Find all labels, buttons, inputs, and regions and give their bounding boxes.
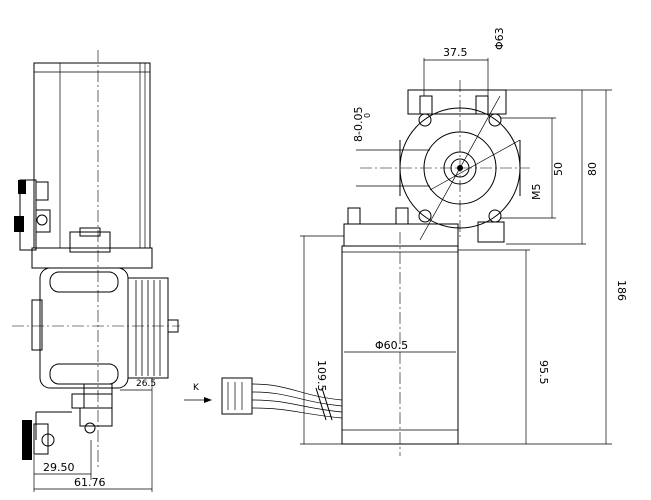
front-view: Φ60.5 37.5 Φ63 8-0.05 0 M5 50 80 186 (221, 27, 628, 456)
view-arrow-label: K (193, 383, 200, 393)
dim-26-5: 26.5 (136, 379, 156, 389)
motor-housing (33, 62, 151, 249)
wire-connector (221, 377, 253, 415)
dim-body-95: 95.5 (537, 360, 550, 385)
gearbox (39, 267, 129, 389)
dim-body-109: 109.5 (315, 360, 328, 392)
dim-29-50: 29.50 (43, 461, 75, 474)
dim-flange-80: 80 (586, 162, 599, 176)
dim-total-186: 186 (615, 280, 628, 301)
side-view: 29.50 61.76 26.5 K (12, 50, 212, 492)
dim-shaft-tol: 8-0.05 (352, 107, 365, 142)
dim-37-5: 37.5 (443, 46, 468, 59)
dim-flange-50: 50 (552, 162, 565, 176)
dim-thread: M5 (530, 184, 543, 201)
dim-body-dia: Φ60.5 (375, 339, 408, 352)
dim-61-76: 61.76 (74, 476, 106, 489)
dim-circle-dia: Φ63 (493, 27, 506, 50)
dim-shaft-tol-upper: 0 (363, 113, 372, 118)
